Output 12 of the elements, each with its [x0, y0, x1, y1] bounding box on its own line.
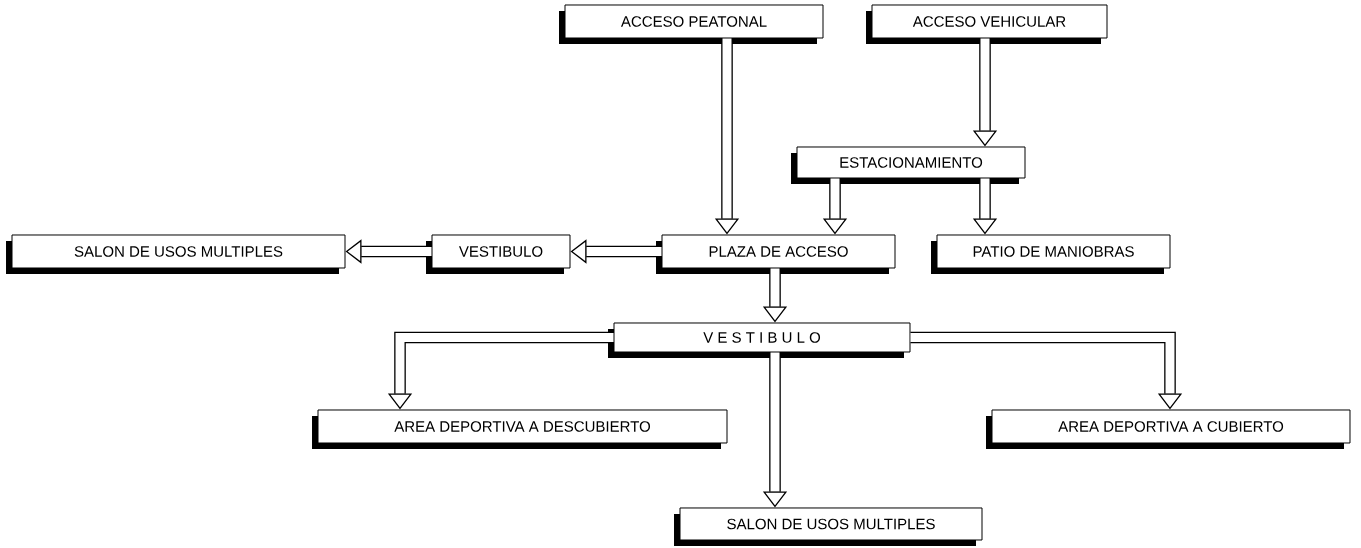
arrow — [910, 331, 1183, 410]
process-box: SALON DE USOS MULTIPLES — [6, 234, 346, 274]
process-box: AREA DEPORTIVA A DESCUBIERTO — [312, 409, 728, 449]
process-box: ACCESO PEATONAL — [559, 4, 824, 44]
process-box: ESTACIONAMIENTO — [791, 146, 1026, 184]
process-box: V E S T I B U L O — [608, 322, 911, 358]
process-box: VESTIBULO — [426, 234, 571, 274]
process-box: ACCESO VEHICULAR — [866, 4, 1108, 44]
process-box: AREA DEPORTIVA A CUBIERTO — [986, 409, 1351, 449]
process-box: PATIO DE MANIOBRAS — [931, 234, 1171, 274]
process-box: PLAZA DE ACCESO — [656, 234, 896, 274]
process-box: SALON DE USOS MULTIPLES — [674, 507, 983, 546]
